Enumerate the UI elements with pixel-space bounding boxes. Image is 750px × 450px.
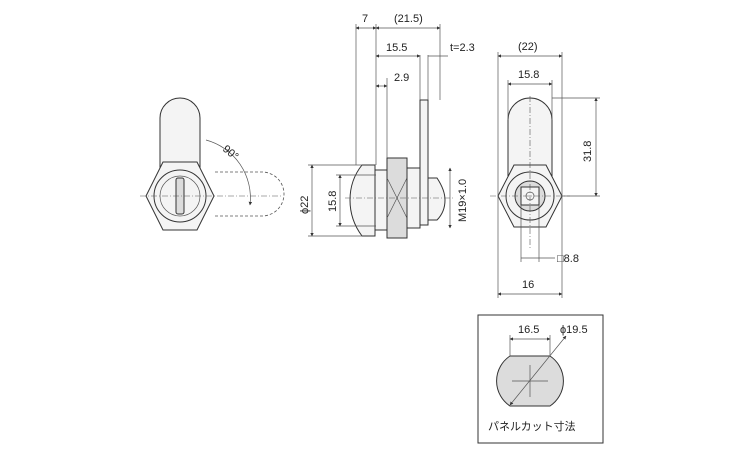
- dim-31-8: 31.8: [582, 141, 594, 162]
- dim-15-8-rear: 15.8: [518, 69, 539, 81]
- dim-phi22: ϕ22: [299, 196, 311, 214]
- side-view: 7 (21.5) 15.5 t=2.3 2.9 ϕ22 15.8 M19×1.0: [299, 13, 475, 239]
- body-flange: [374, 169, 388, 231]
- dim-thread: M19×1.0: [457, 179, 469, 222]
- rotation-angle-label: 90°: [220, 143, 240, 163]
- dim-2-9: 2.9: [394, 72, 409, 84]
- rotated-cam-outline: [215, 171, 285, 217]
- dim-21-5: (21.5): [394, 13, 423, 25]
- plug-tail: [427, 177, 446, 221]
- dim-square: □8.8: [557, 253, 579, 265]
- dim-15-5: 15.5: [386, 42, 407, 54]
- dim-16: 16: [522, 279, 534, 291]
- rotation-arc: [205, 139, 253, 206]
- cap-head: [349, 164, 376, 237]
- dim-thickness: t=2.3: [450, 42, 475, 54]
- panel-cut-frame: [477, 314, 604, 444]
- cam-plate: [419, 99, 429, 226]
- dim-22: (22): [518, 41, 538, 53]
- rear-view: (22) 15.8 31.8 □8.8 16: [490, 41, 600, 298]
- panel-cut-view: 16.5 ϕ19.5 パネルカット寸法: [477, 314, 604, 444]
- front-view: 90°: [140, 97, 285, 231]
- dim-phi19-5-line: [509, 335, 567, 406]
- dim-phi19-5: ϕ19.5: [560, 324, 588, 336]
- panel-cut-caption: パネルカット寸法: [488, 419, 576, 433]
- dim-7: 7: [362, 13, 368, 25]
- dim-16-5: 16.5: [518, 324, 539, 336]
- dim-15-8-left: 15.8: [327, 191, 339, 212]
